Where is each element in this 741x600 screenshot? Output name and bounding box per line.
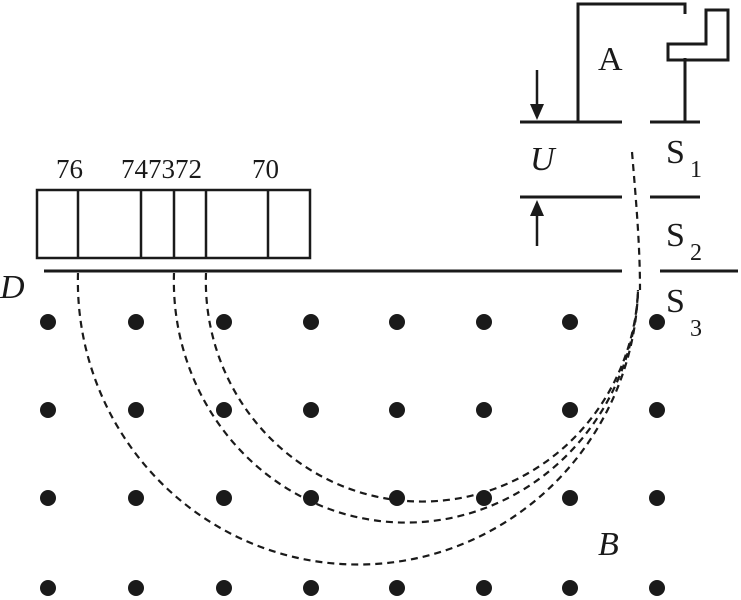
field-dot <box>389 402 405 418</box>
field-dot <box>216 402 232 418</box>
field-dot <box>40 490 56 506</box>
field-dot <box>476 314 492 330</box>
field-dot <box>562 580 578 596</box>
field-dot <box>40 580 56 596</box>
field-dot <box>562 314 578 330</box>
field-dot <box>40 314 56 330</box>
ion-source <box>576 2 687 122</box>
field-dot <box>389 580 405 596</box>
slit1-label: S <box>666 134 685 171</box>
magnetic-field-dots <box>40 314 665 596</box>
detector-box <box>35 188 312 260</box>
gas-inlet <box>666 8 730 62</box>
field-dot <box>649 580 665 596</box>
field-dot <box>128 490 144 506</box>
source-label: A <box>598 41 623 78</box>
mass-label-72: 72 <box>175 154 202 184</box>
field-dot <box>649 314 665 330</box>
mass-label-73: 73 <box>148 154 175 184</box>
mass-label-74: 74 <box>121 154 149 184</box>
field-dot <box>562 402 578 418</box>
field-dot <box>649 490 665 506</box>
field-dot <box>303 580 319 596</box>
slit2-label: S <box>666 217 685 254</box>
field-dot <box>216 580 232 596</box>
field-dot <box>562 490 578 506</box>
arrow-up-icon <box>530 200 544 216</box>
slit1-subscript: 1 <box>690 157 702 183</box>
field-dot <box>128 580 144 596</box>
field-dot <box>128 402 144 418</box>
trajectory-73 <box>172 272 640 524</box>
mass-label-76: 76 <box>56 154 83 184</box>
field-dot <box>389 490 405 506</box>
field-dot <box>389 314 405 330</box>
field-dot <box>303 490 319 506</box>
field-dot <box>303 402 319 418</box>
voltage-label: U <box>530 141 557 178</box>
slit3-subscript: 3 <box>690 316 702 342</box>
ion-trajectories <box>76 151 642 566</box>
field-dot <box>649 402 665 418</box>
trajectory-incoming <box>630 151 642 291</box>
slit3-label: S <box>666 283 685 320</box>
plate-label: D <box>0 269 25 306</box>
field-dot <box>128 314 144 330</box>
slit-plates <box>520 120 700 199</box>
mass-label-70: 70 <box>252 154 279 184</box>
field-dot <box>476 402 492 418</box>
arrow-down-icon <box>530 104 544 120</box>
trajectory-76 <box>76 272 640 566</box>
field-dot <box>476 580 492 596</box>
field-dot <box>303 314 319 330</box>
field-label: B <box>598 526 619 563</box>
field-dot <box>216 490 232 506</box>
slit2-subscript: 2 <box>690 240 702 266</box>
trajectory-72 <box>204 272 640 503</box>
field-dot <box>216 314 232 330</box>
voltage-arrows <box>530 70 544 246</box>
field-dot <box>40 402 56 418</box>
